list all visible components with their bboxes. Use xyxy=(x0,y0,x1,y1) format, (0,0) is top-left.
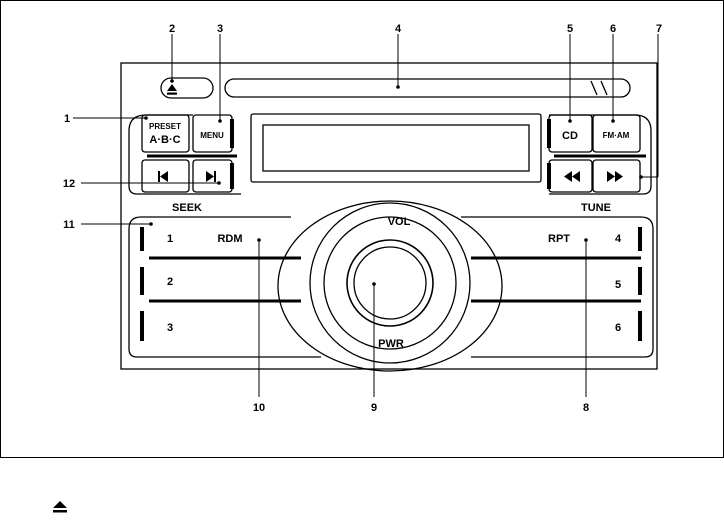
fast-forward-icon xyxy=(607,171,623,182)
menu-label: MENU xyxy=(200,131,224,140)
rdm-label: RDM xyxy=(217,233,242,245)
preset-3-label[interactable]: 3 xyxy=(167,322,173,334)
callout-3: 3 xyxy=(217,23,223,35)
callout-6: 6 xyxy=(610,23,616,35)
volume-power-knob[interactable] xyxy=(346,239,434,327)
faceplate-outline xyxy=(120,62,658,370)
preset-4-label[interactable]: 4 xyxy=(615,233,622,245)
right-button-group-outline xyxy=(549,114,652,195)
preset-abc-button[interactable] xyxy=(141,114,190,153)
callout-5: 5 xyxy=(567,23,573,35)
radio-panel-diagram: 1 2 3 4 5 6 7 8 9 10 11 12 PRESET A·B·C … xyxy=(63,23,662,414)
rpt-label: RPT xyxy=(548,233,570,245)
vol-label: VOL xyxy=(388,216,411,228)
callout-11: 11 xyxy=(63,219,75,231)
tune-label: TUNE xyxy=(581,202,611,214)
preset-label-line2: A·B·C xyxy=(149,134,180,146)
fm-am-label: FM·AM xyxy=(603,131,630,140)
display-outer xyxy=(250,113,542,183)
diagram-frame: 1 2 3 4 5 6 7 8 9 10 11 12 PRESET A·B·C … xyxy=(0,0,724,458)
callout-1: 1 xyxy=(64,113,70,125)
eject-icon xyxy=(53,501,67,513)
knob-outer-ring xyxy=(277,200,503,372)
callout-10: 10 xyxy=(253,402,265,414)
preset-2-label[interactable]: 2 xyxy=(167,276,173,288)
eject-button[interactable] xyxy=(160,77,214,99)
display-screen xyxy=(262,124,530,172)
left-preset-group-outline xyxy=(128,216,321,358)
callout-2: 2 xyxy=(169,23,175,35)
callout-8: 8 xyxy=(583,402,589,414)
preset-label-line1: PRESET xyxy=(149,122,181,131)
knob-bezel xyxy=(309,202,471,364)
skip-previous-button[interactable] xyxy=(141,159,190,193)
callout-9: 9 xyxy=(371,402,377,414)
callout-7: 7 xyxy=(656,23,662,35)
preset-6-label[interactable]: 6 xyxy=(615,322,621,334)
cd-slot xyxy=(224,78,631,98)
preset-5-label[interactable]: 5 xyxy=(615,279,621,291)
rewind-icon xyxy=(564,171,580,182)
skip-next-icon xyxy=(206,171,216,182)
eject-icon xyxy=(167,84,177,95)
right-preset-group-outline xyxy=(461,216,654,358)
preset-1-label[interactable]: 1 xyxy=(167,233,173,245)
fm-am-button[interactable] xyxy=(592,114,641,153)
callout-4: 4 xyxy=(395,23,402,35)
seek-label: SEEK xyxy=(172,202,202,214)
callout-12: 12 xyxy=(63,178,75,190)
cd-label: CD xyxy=(562,130,578,142)
skip-previous-icon xyxy=(158,171,168,182)
pwr-label: PWR xyxy=(378,338,404,350)
